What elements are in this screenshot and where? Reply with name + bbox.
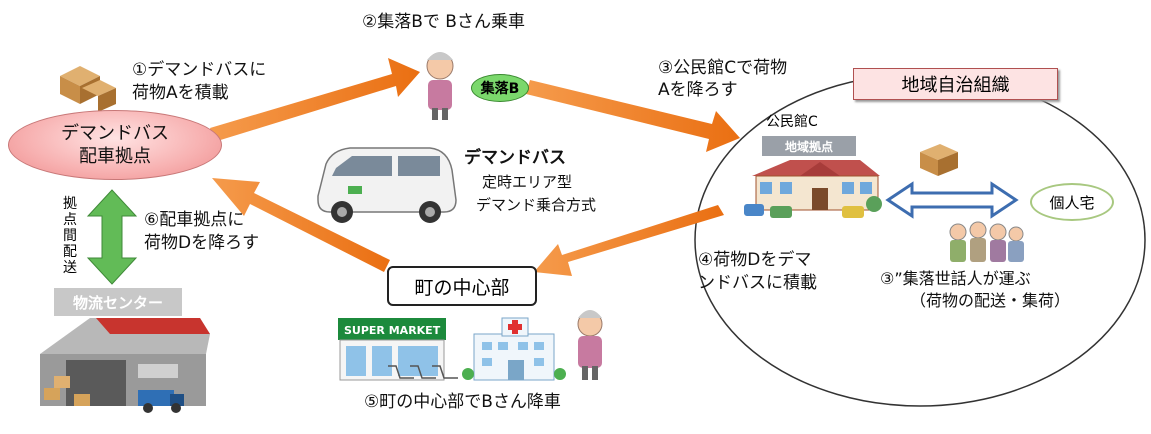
step3-line2: Aを降ろす [658,80,738,100]
town-center-box: 町の中心部 [387,266,537,306]
supermarket-icon [338,318,458,381]
step2-label: ②集落Bで Bさん乗車 [362,12,525,32]
village-b-badge: 集落B [471,74,529,102]
step1-line1: ①デマンドバスに [132,60,267,80]
step5-label: ⑤町の中心部でBさん降車 [364,392,561,412]
person-icon-village [426,52,454,120]
hub-label-line1: デマンドバス [61,123,169,144]
caretakers-group-icon [949,221,1024,262]
step3-line1: ③公民館Cで荷物 [658,58,788,78]
individual-house-badge: 個人宅 [1030,183,1114,221]
arrow-town-to-hub [212,178,390,272]
warehouse-icon [40,318,210,413]
person-icon-town [577,310,603,380]
demand-bus-hub: デマンドバス 配車拠点 [8,110,222,180]
bus-line2: デマンド乗合方式 [476,196,597,214]
step3b-line1: ③”集落世話人が運ぶ [880,269,1031,288]
bus-icon [317,147,457,223]
hospital-icon [462,317,566,381]
chiiki-kyoten-label: 地域拠点 [762,136,856,156]
step6-line1: ⑥配車拠点に [144,210,245,230]
blue-double-arrow [885,181,1019,219]
region-org-label: 地域自治組織 [853,68,1058,100]
arrow-hub-to-village [210,58,420,142]
logistics-center-label: 物流センター [54,288,182,316]
hub-label-line2: 配車拠点 [79,146,151,167]
supermarket-sign: SUPER MARKET [344,324,441,337]
bus-title: デマンドバス [464,148,566,168]
package-icon [60,66,116,112]
arrow-village-to-kominkan [526,80,740,152]
arrow-kominkan-to-town [534,205,724,276]
bus-line1: 定時エリア型 [482,173,573,191]
step3b-line2: （荷物の配送・集荷） [910,291,1071,310]
step4-line2: ンドバスに積載 [698,273,817,293]
inter-hub-delivery-label: 拠点間配送 [63,196,77,276]
step1-line2: 荷物Aを積載 [132,83,229,103]
kominkan-label: 公民館C [766,114,818,130]
step4-line1: ④荷物Dをデマ [698,250,812,270]
region-ellipse [694,73,1146,407]
package-icon-region [920,144,958,176]
green-double-arrow [86,189,138,285]
kominkan-building-icon [744,160,882,218]
step6-line2: 荷物Dを降ろす [144,233,260,253]
